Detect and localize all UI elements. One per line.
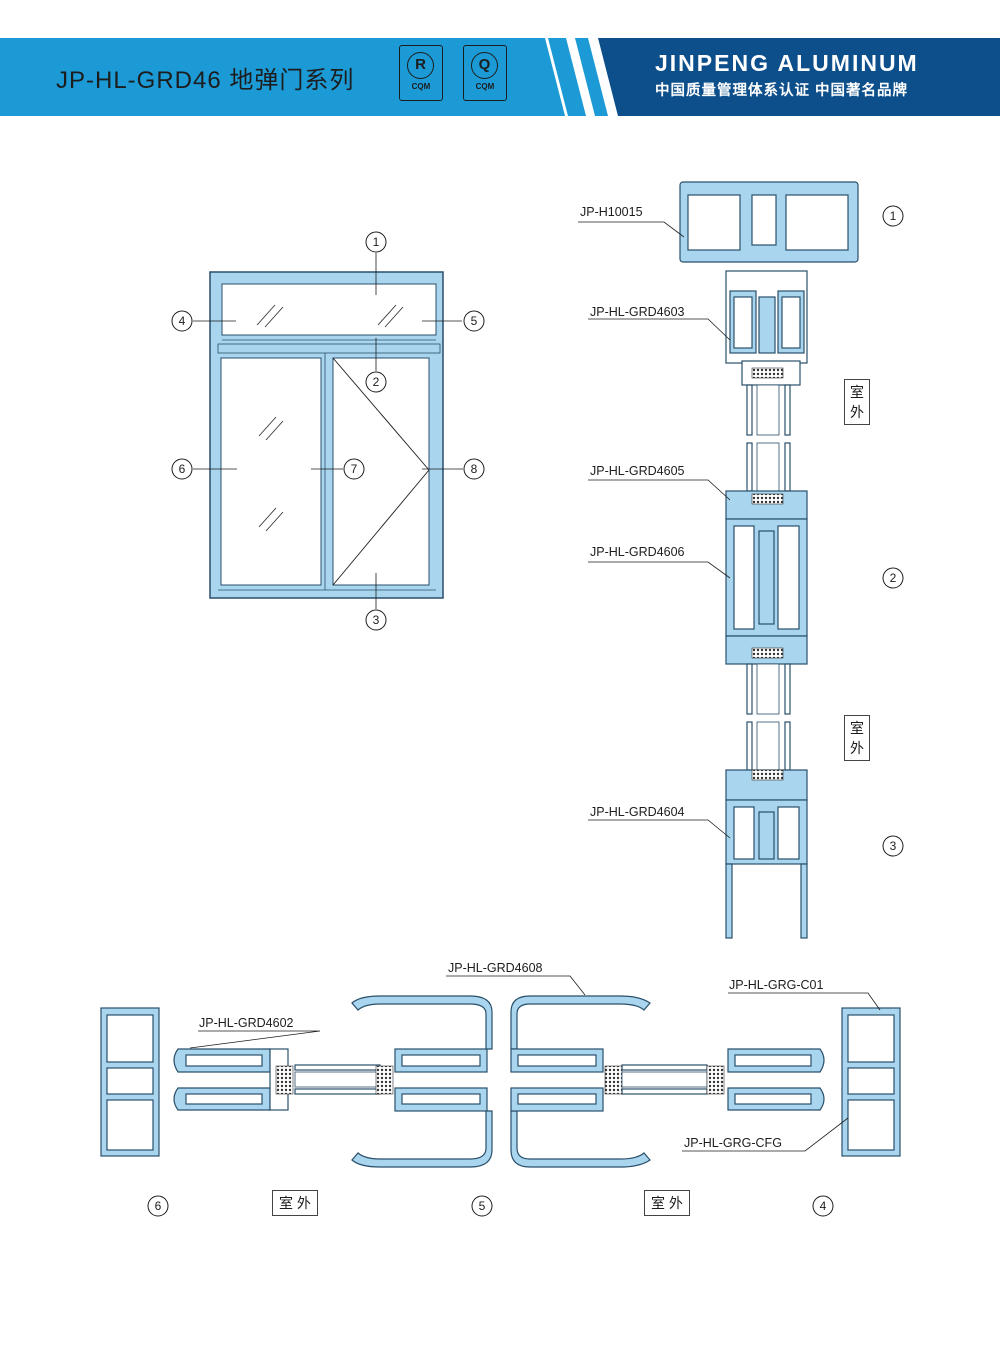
page-title: JP-HL-GRD46 地弹门系列: [56, 67, 355, 94]
cert-badge-q: Q CQM: [463, 45, 507, 101]
profile-label-grg-cfg: JP-HL-GRG-CFG: [684, 1136, 782, 1150]
cert-badge-r: R CQM: [399, 45, 443, 101]
hsection-callout-4: [812, 1195, 834, 1217]
profile-label-grd4604: JP-HL-GRD4604: [590, 805, 685, 819]
cert-q-icon: Q: [471, 52, 498, 79]
profile-label-grd4602: JP-HL-GRD4602: [199, 1016, 294, 1030]
profile-label-grd4605: JP-HL-GRD4605: [590, 464, 685, 478]
profile-label-h10015: JP-H10015: [580, 205, 643, 219]
hsection-callout-6-text: 6: [155, 1199, 162, 1213]
callout-8: [463, 458, 485, 480]
section-callout-1-text: 1: [890, 209, 897, 223]
profile-label-grd4606: JP-HL-GRD4606: [590, 545, 685, 559]
hsection-callout-6: [147, 1195, 169, 1217]
callout-6-text: 6: [179, 462, 186, 476]
profile-label-grg-c01: JP-HL-GRG-C01: [729, 978, 824, 992]
callout-3: [365, 609, 387, 631]
cert-r-icon: R: [407, 52, 434, 79]
hsection-callout-4-text: 4: [820, 1199, 827, 1213]
callout-4: [171, 310, 193, 332]
brand-name: JINPENG ALUMINUM: [655, 50, 919, 76]
section-callout-2-text: 2: [890, 571, 897, 585]
hsection-callout-5-text: 5: [479, 1199, 486, 1213]
section-callout-3-text: 3: [890, 839, 897, 853]
section-callout-2: [882, 567, 904, 589]
outdoor-label-lower: 室外: [844, 715, 870, 761]
callout-2-text: 2: [373, 375, 380, 389]
outdoor-label-right: 室 外: [644, 1190, 690, 1216]
door-elevation: 1 2 3 4 5 6 7 8: [171, 231, 485, 631]
callout-5: [463, 310, 485, 332]
profile-label-grd4603: JP-HL-GRD4603: [590, 305, 685, 319]
brand-subtitle: 中国质量管理体系认证 中国著名品牌: [655, 83, 909, 99]
section-callout-3: [882, 835, 904, 857]
outdoor-label-upper: 室外: [844, 379, 870, 425]
profile-label-grd4608: JP-HL-GRD4608: [448, 961, 543, 975]
callout-7-text: 7: [351, 462, 358, 476]
callout-2: [365, 371, 387, 393]
callout-7: [343, 458, 365, 480]
callout-5-text: 5: [471, 314, 478, 328]
callout-1: [365, 231, 387, 253]
callout-1-text: 1: [373, 235, 380, 249]
callout-8-text: 8: [471, 462, 478, 476]
hsection-callout-5: [471, 1195, 493, 1217]
cert-q-label: CQM: [475, 82, 495, 91]
outdoor-label-left: 室 外: [272, 1190, 318, 1216]
callout-4-text: 4: [179, 314, 186, 328]
vertical-section: [679, 181, 859, 939]
cert-r-label: CQM: [411, 82, 431, 91]
horizontal-section: [100, 995, 901, 1168]
callout-6: [171, 458, 193, 480]
section-callout-1: [882, 205, 904, 227]
callout-3-text: 3: [373, 613, 380, 627]
